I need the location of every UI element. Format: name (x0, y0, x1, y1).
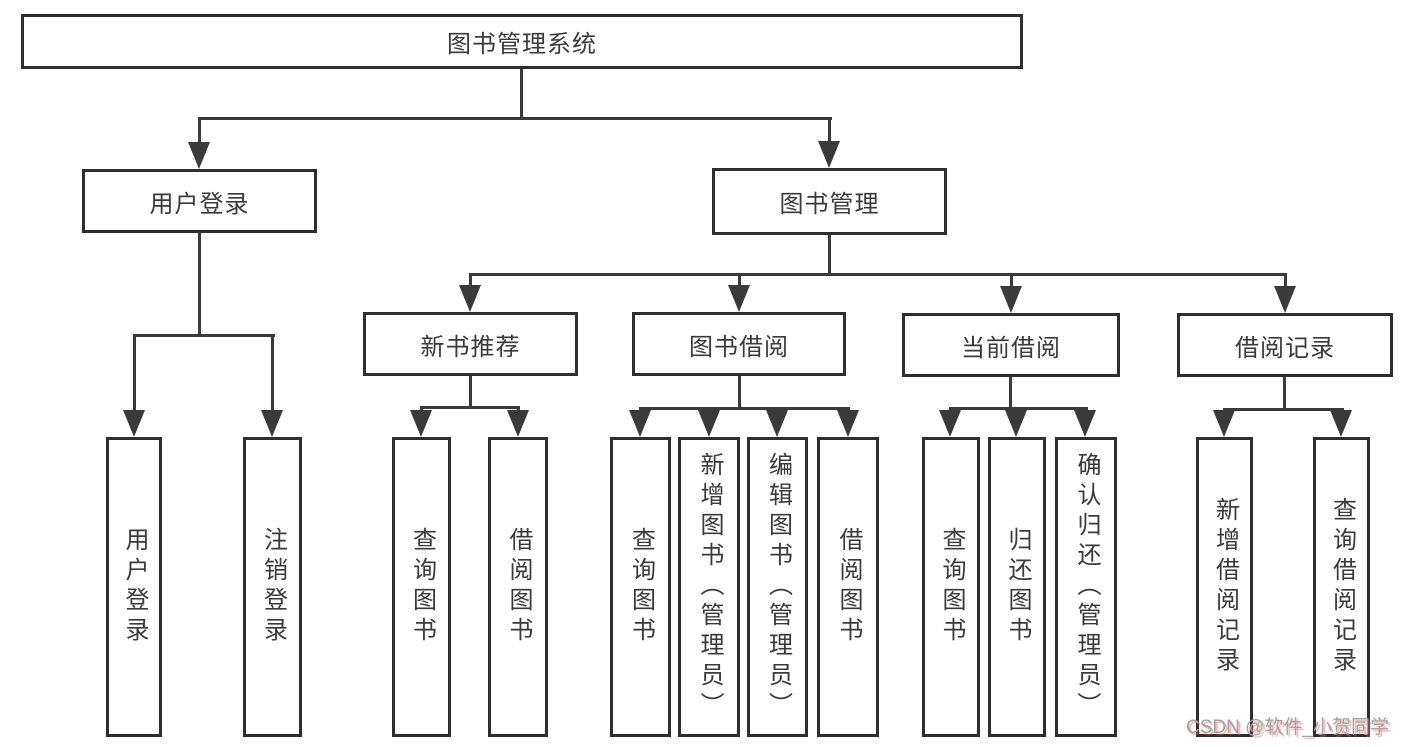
arrow-down-icon (1000, 286, 1022, 313)
leaf-edit-books-admin: 编辑图书（管理员） (747, 437, 808, 737)
node-label: 图书借阅 (689, 333, 789, 361)
arrow-down-icon (1330, 410, 1352, 437)
arrow-down-icon (188, 142, 210, 169)
leaf-return-books: 归还图书 (988, 437, 1046, 737)
node-label: 当前借阅 (961, 334, 1061, 362)
connector-vline (469, 376, 472, 409)
connector-hline (949, 407, 1088, 410)
leaf-confirm-return-admin: 确认归还（管理员） (1055, 437, 1117, 737)
leaf-add-books-admin: 新增图书（管理员） (678, 437, 740, 737)
leaf-label: 注销登录 (259, 527, 287, 647)
leaf-label: 编辑图书（管理员） (764, 452, 792, 722)
connector-vline (828, 117, 831, 143)
node-book-management: 图书管理 (712, 168, 947, 235)
arrow-down-icon (1005, 410, 1027, 437)
leaf-borrow-books-recommend: 借阅图书 (488, 437, 548, 737)
connector-hline (1223, 408, 1344, 411)
leaf-add-borrow-record: 新增借阅记录 (1196, 437, 1253, 737)
node-label: 新书推荐 (420, 333, 521, 361)
connector-vline (738, 376, 741, 410)
leaf-label: 确认归还（管理员） (1073, 452, 1100, 722)
connector-vline (828, 235, 831, 276)
arrow-down-icon (818, 141, 840, 168)
leaf-label: 借阅图书 (835, 527, 862, 647)
connector-vline (1284, 273, 1287, 288)
leaf-label: 新增图书（管理员） (696, 452, 723, 722)
leaf-label: 借阅图书 (505, 527, 532, 647)
leaf-label: 查询图书 (627, 527, 655, 647)
arrow-down-icon (939, 410, 961, 437)
node-book-borrow: 图书借阅 (632, 312, 846, 376)
arrow-down-icon (410, 410, 432, 437)
connector-vline (1010, 273, 1013, 288)
connector-hline (639, 407, 850, 410)
connector-hline (198, 117, 832, 120)
leaf-label: 查询借阅记录 (1328, 497, 1356, 677)
node-root: 图书管理系统 (21, 14, 1023, 69)
connector-vline (1009, 377, 1012, 410)
leaf-label: 归还图书 (1004, 527, 1031, 647)
connector-vline (198, 117, 201, 144)
node-label: 借阅记录 (1235, 334, 1335, 362)
leaf-label: 查询图书 (408, 527, 436, 647)
connector-hline (133, 334, 275, 337)
arrow-down-icon (261, 410, 283, 437)
connector-vline (133, 334, 136, 412)
leaf-logout: 注销登录 (243, 437, 302, 737)
arrow-down-icon (1213, 410, 1235, 437)
arrow-down-icon (629, 410, 651, 437)
arrow-down-icon (123, 410, 145, 437)
connector-hline (420, 406, 520, 409)
node-label: 图书管理 (779, 191, 880, 218)
arrow-down-icon (459, 285, 481, 312)
node-new-book-recommend: 新书推荐 (363, 312, 578, 376)
arrow-down-icon (698, 410, 720, 437)
arrow-down-icon (507, 410, 529, 437)
arrow-down-icon (766, 410, 788, 437)
arrow-down-icon (1274, 286, 1296, 313)
connector-vline (469, 273, 472, 288)
leaf-label: 新增借阅记录 (1211, 497, 1239, 677)
connector-vline (520, 69, 523, 120)
leaf-query-books-recommend: 查询图书 (392, 437, 451, 737)
node-borrow-records: 借阅记录 (1177, 313, 1393, 377)
leaf-query-books-borrow: 查询图书 (610, 437, 671, 737)
node-current-borrow: 当前借阅 (902, 313, 1120, 377)
connector-vline (198, 233, 201, 337)
node-root-label: 图书管理系统 (447, 31, 597, 58)
csdn-watermark: CSDN @软件_小贺同学 (1186, 717, 1389, 738)
leaf-borrow-books: 借阅图书 (817, 437, 879, 737)
leaf-user-login: 用户登录 (106, 437, 162, 737)
arrow-down-icon (728, 285, 750, 312)
node-label: 用户登录 (149, 190, 250, 218)
connector-vline (271, 334, 274, 412)
connector-vline (1283, 377, 1286, 411)
leaf-label: 用户登录 (121, 527, 148, 647)
arrow-down-icon (1074, 410, 1096, 437)
connector-hline (469, 273, 1287, 276)
leaf-query-borrow-record: 查询借阅记录 (1313, 437, 1370, 737)
leaf-label: 查询图书 (938, 527, 965, 647)
connector-vline (738, 273, 741, 288)
leaf-query-books-current: 查询图书 (922, 437, 980, 737)
arrow-down-icon (837, 410, 859, 437)
node-user-login: 用户登录 (82, 169, 317, 233)
